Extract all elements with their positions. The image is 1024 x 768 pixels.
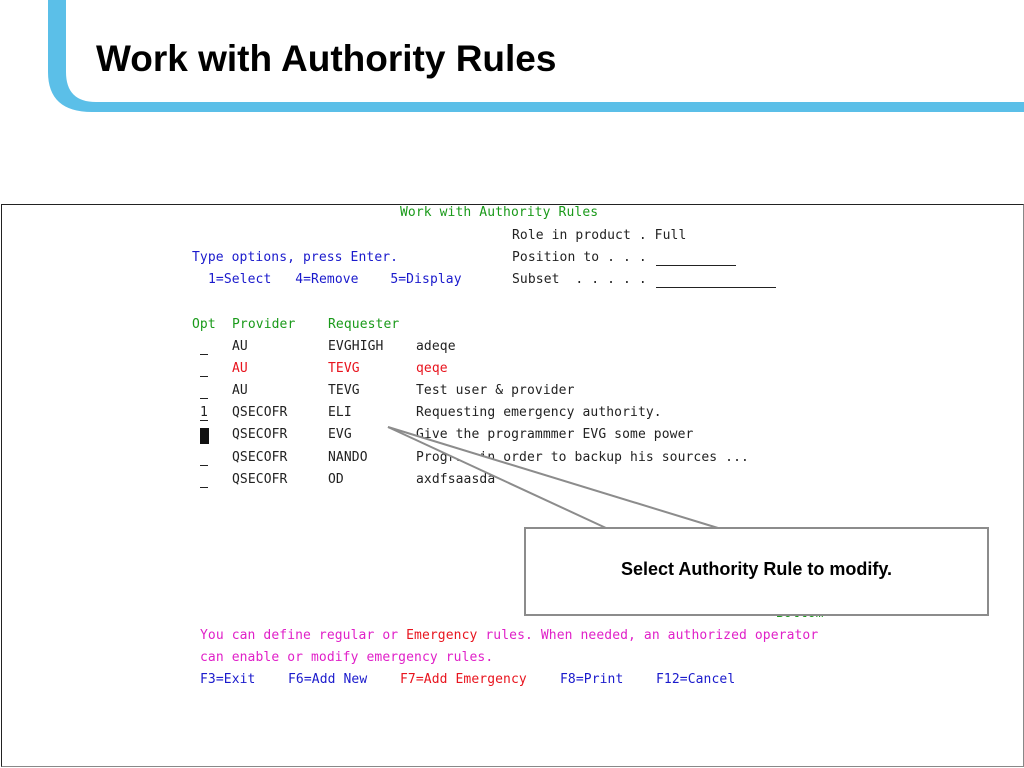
requester-cell: EVGHIGH <box>328 339 384 354</box>
subset-input[interactable] <box>656 287 776 288</box>
info-text: rules. When needed, an authorized operat… <box>477 628 819 643</box>
instructions-text: Type options, press Enter. <box>192 250 399 265</box>
info-line-1: You can define regular or Emergency rule… <box>200 628 818 644</box>
callout-text: Select Authority Rule to modify. <box>620 559 893 579</box>
requester-cell: OD <box>328 472 344 487</box>
provider-cell: QSECOFR <box>232 427 288 442</box>
description-cell: adeqe <box>416 339 456 354</box>
description-cell: Give the programmmer EVG some power <box>416 427 694 442</box>
provider-cell: AU <box>232 361 248 376</box>
column-header-opt: Opt <box>192 317 216 332</box>
role-in-product-label: Role in product . Full <box>512 228 687 243</box>
position-to-label: Position to . . . <box>512 250 647 265</box>
subset-label: Subset . . . . . <box>512 272 647 287</box>
description-cell: qeqe <box>416 361 448 376</box>
callout-box: Select Authority Rule to modify. <box>524 527 989 616</box>
option-input[interactable] <box>200 376 208 377</box>
f12-cancel-key[interactable]: F12=Cancel <box>656 672 736 687</box>
provider-cell: QSECOFR <box>232 472 288 487</box>
column-header-provider: Provider <box>232 317 296 332</box>
option-input[interactable]: 1 <box>200 405 208 420</box>
provider-cell: AU <box>232 339 248 354</box>
position-to-input[interactable] <box>656 265 736 266</box>
options-legend: 1=Select 4=Remove 5=Display <box>208 272 462 287</box>
emergency-keyword: Emergency <box>406 628 478 643</box>
text-cursor[interactable] <box>200 428 209 444</box>
option-input[interactable] <box>200 354 208 355</box>
f3-exit-key[interactable]: F3=Exit <box>200 672 256 687</box>
screen-title: Work with Authority Rules <box>400 205 599 220</box>
requester-cell: NANDO <box>328 450 368 465</box>
column-header-requester: Requester <box>328 317 400 332</box>
description-cell: axdfsaasda <box>416 472 496 487</box>
option-input[interactable] <box>200 487 208 488</box>
f8-print-key[interactable]: F8=Print <box>560 672 624 687</box>
info-line-2: can enable or modify emergency rules. <box>200 650 494 665</box>
provider-cell: AU <box>232 383 248 398</box>
f6-add-new-key[interactable]: F6=Add New <box>288 672 368 687</box>
option-input-underline <box>200 420 208 421</box>
description-cell: Requesting emergency authority. <box>416 405 662 420</box>
info-text: You can define regular or <box>200 628 407 643</box>
requester-cell: EVG <box>328 427 352 442</box>
requester-cell: ELI <box>328 405 352 420</box>
description-cell: Test user & provider <box>416 383 575 398</box>
requester-cell: TEVG <box>328 361 360 376</box>
option-input[interactable] <box>200 398 208 399</box>
provider-cell: QSECOFR <box>232 450 288 465</box>
requester-cell: TEVG <box>328 383 360 398</box>
slide-title: Work with Authority Rules <box>96 38 557 79</box>
option-input[interactable] <box>200 465 208 466</box>
f7-add-emergency-key[interactable]: F7=Add Emergency <box>400 672 527 687</box>
provider-cell: QSECOFR <box>232 405 288 420</box>
